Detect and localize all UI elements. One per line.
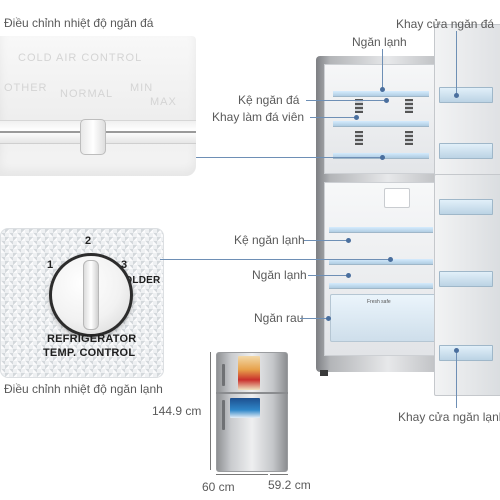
freezer-panel-text-normal: NORMAL (60, 88, 114, 100)
label-fridge-compartment: Ngăn lạnh (252, 268, 307, 282)
marker-freezer-control (380, 155, 385, 160)
marker-freezer-door-bin (454, 93, 459, 98)
dial-caption-temp-control: TEMP. CONTROL (43, 347, 136, 359)
fridge-foot-left (320, 370, 328, 376)
fridge-door-bin-1 (439, 199, 493, 215)
freezer-door (434, 24, 500, 176)
guide-freezer-control (196, 157, 382, 158)
label-fridge-door-bin: Khay cửa ngăn lạnh (398, 410, 500, 424)
freezer-vent-lower-right (405, 131, 413, 145)
freezer-top-shelf (333, 91, 429, 97)
freezer-panel-text-other: OTHER (4, 82, 48, 94)
freezer-panel-text-max: MAX (150, 96, 177, 108)
dimension-width: 60 cm (202, 480, 235, 494)
freezer-panel-text-min: MIN (130, 82, 154, 94)
marker-crisper (326, 316, 331, 321)
crisper-drawer: Fresh safe (330, 294, 436, 342)
guide-freezer-door-bin (456, 31, 457, 95)
dimension-depth: 59.2 cm (268, 478, 311, 492)
dial-mark-2: 2 (85, 235, 92, 247)
fridge-closed-sticker-top (238, 356, 260, 390)
fridge-closed-sticker-bottom (230, 398, 260, 418)
dimension-height: 144.9 cm (152, 404, 202, 418)
marker-ice-tray (354, 115, 359, 120)
fridge-temperature-dial[interactable] (49, 253, 133, 337)
freezer-door-bin-2 (439, 143, 493, 159)
guide-freezer-shelf (306, 100, 386, 101)
marker-fridge-compartment (346, 273, 351, 278)
depth-dimension-line (270, 474, 288, 475)
label-freezer-shelf: Kệ ngăn đá (238, 93, 300, 107)
marker-fridge-door-bin (454, 348, 459, 353)
freezer-slider-track (0, 119, 196, 155)
label-freezer-compartment: Ngăn lạnh (352, 35, 407, 49)
freezer-control-label: Điều chỉnh nhiệt độ ngăn đá (4, 16, 154, 30)
fridge-lamp (384, 188, 410, 208)
fridge-closed-handle-bottom (222, 400, 225, 430)
guide-crisper (300, 318, 328, 319)
guide-fridge-shelf (304, 240, 348, 241)
label-fridge-shelf: Kệ ngăn lạnh (234, 233, 305, 247)
height-dimension-line (210, 352, 211, 470)
width-dimension-line (216, 474, 268, 475)
freezer-ice-tray-shelf (333, 121, 429, 127)
crisper-marking: Fresh safe (367, 299, 391, 305)
freezer-vent-left (355, 99, 363, 113)
fridge-control-label: Điều chỉnh nhiệt độ ngăn lạnh (4, 382, 163, 396)
fridge-shelf-1 (329, 227, 433, 233)
guide-fridge-compartment (308, 275, 348, 276)
freezer-control-panel: COLD AIR CONTROL NORMAL OTHER MAX MIN (0, 36, 196, 176)
guide-ice-tray (310, 117, 356, 118)
fridge-closed-handle-top (222, 364, 225, 386)
dial-colder-text: COLDER (117, 275, 161, 286)
freezer-vent-right (405, 99, 413, 113)
marker-freezer-shelf (384, 98, 389, 103)
fridge-control-panel: 1 2 3 COLDER REFRIGERATOR TEMP. CONTROL (0, 228, 164, 378)
label-freezer-door-bin: Khay cửa ngăn đá (396, 17, 495, 31)
fridge-closed-door-gap (216, 392, 288, 394)
marker-fridge-shelf (346, 238, 351, 243)
freezer-temperature-slider[interactable] (80, 119, 106, 155)
fridge-shelf-2 (329, 259, 433, 265)
label-ice-tray: Khay làm đá viên (212, 110, 305, 124)
dial-caption-refrigerator: REFRIGERATOR (47, 333, 137, 345)
guide-fridge-control (160, 259, 390, 260)
guide-freezer-compartment (382, 49, 383, 89)
freezer-vent-lower-left (355, 131, 363, 145)
fridge-door (434, 174, 500, 396)
guide-fridge-door-bin (456, 350, 457, 408)
marker-freezer-compartment (380, 87, 385, 92)
dial-mark-1: 1 (47, 259, 54, 271)
freezer-panel-title: COLD AIR CONTROL (18, 52, 143, 64)
freezer-door-bin-1 (439, 87, 493, 103)
label-crisper: Ngăn rau (254, 311, 304, 325)
fridge-door-bin-3 (439, 345, 493, 361)
fridge-door-bin-2 (439, 271, 493, 287)
fridge-shelf-3 (329, 283, 433, 289)
dial-knob[interactable] (83, 260, 99, 330)
dial-mark-3: 3 (121, 259, 128, 271)
marker-fridge-control (388, 257, 393, 262)
